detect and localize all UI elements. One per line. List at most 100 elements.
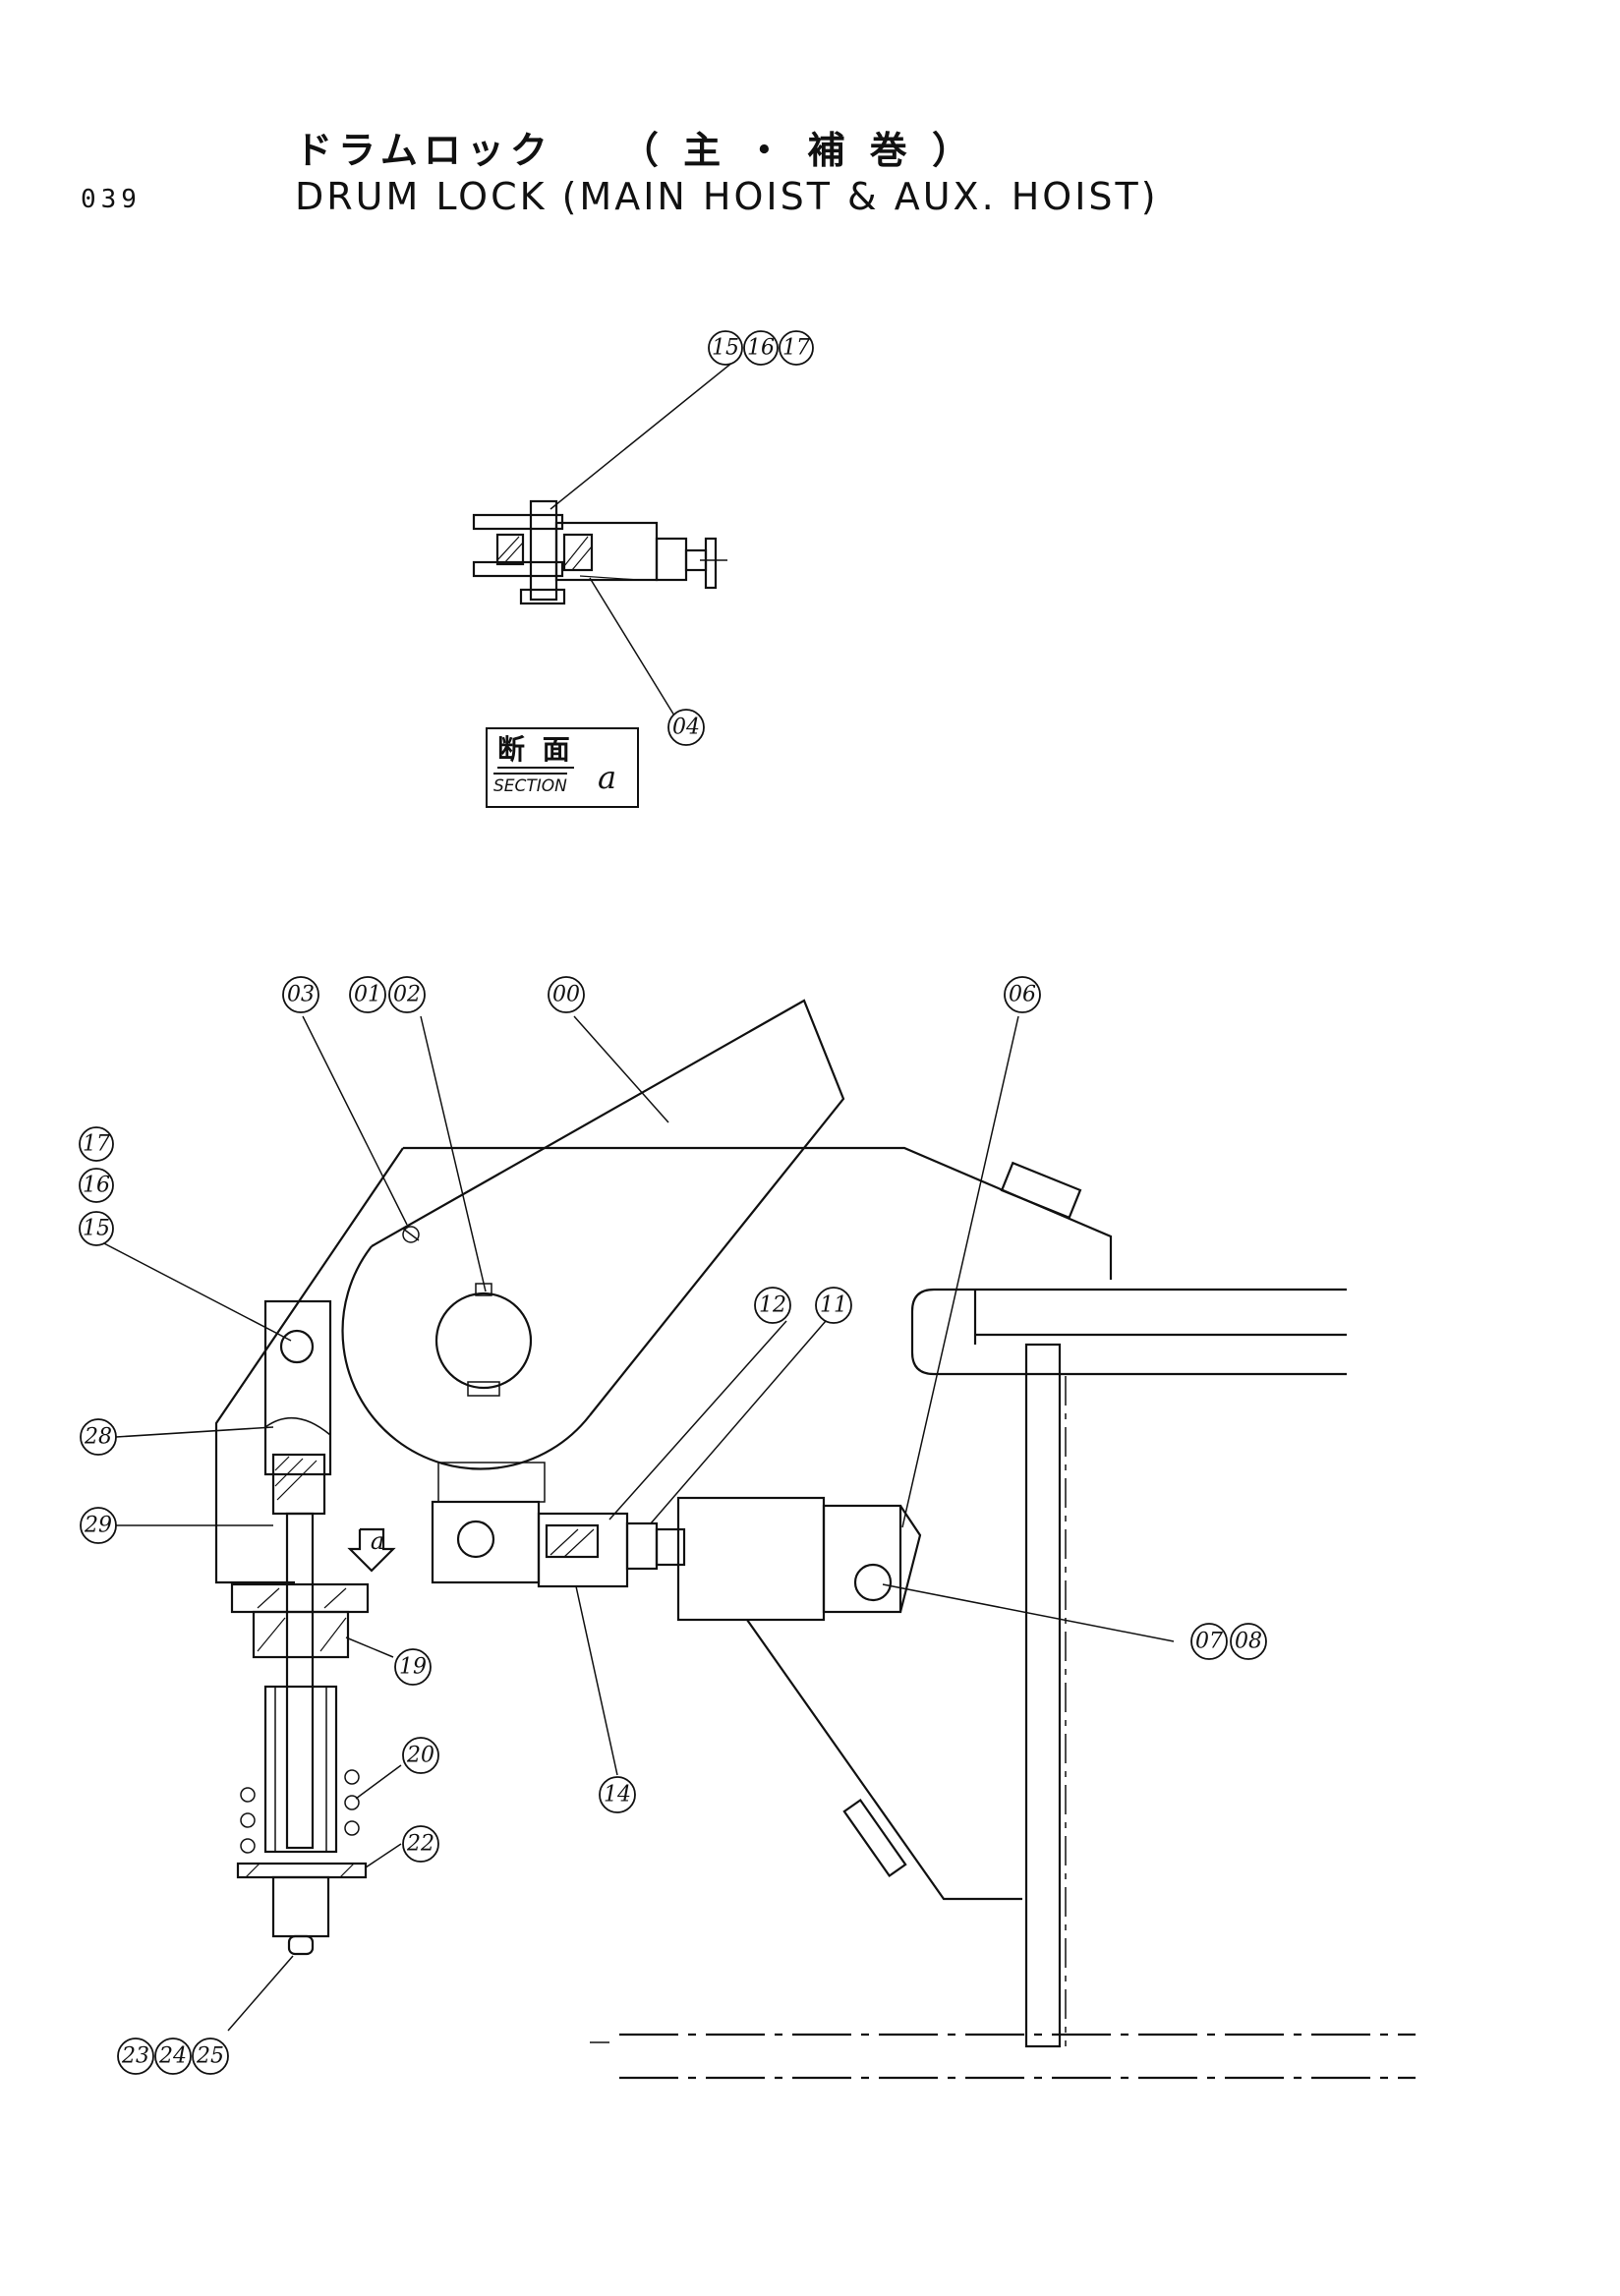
callout-left-17: 17 — [79, 1126, 114, 1162]
callout-23: 23 — [117, 2038, 154, 2075]
callout-22: 22 — [402, 1825, 439, 1863]
leader-28 — [115, 1426, 274, 1438]
svg-text:06: 06 — [1009, 983, 1036, 1007]
leader-00 — [573, 1015, 669, 1123]
frame-rail-end — [910, 1288, 1347, 1376]
link-upper — [437, 1462, 546, 1503]
svg-text:28: 28 — [84, 1425, 112, 1450]
plunger-rod — [285, 1512, 315, 1850]
svg-text:11: 11 — [820, 1293, 847, 1318]
leader-19 — [345, 1636, 394, 1658]
svg-text:07: 07 — [1195, 1630, 1223, 1654]
hatched-block-left — [495, 533, 525, 566]
lock-nuts — [271, 1875, 330, 1938]
clevis-nut — [625, 1521, 659, 1571]
svg-text:24: 24 — [158, 2044, 187, 2069]
callout-17: 17 — [779, 330, 814, 366]
callout-14: 14 — [599, 1776, 636, 1813]
svg-text:04: 04 — [672, 716, 700, 740]
cylinder-pin — [853, 1563, 893, 1602]
main-assembly — [214, 999, 1416, 2080]
keyway-bottom — [467, 1381, 500, 1397]
lever-arm — [371, 999, 845, 1416]
callout-24: 24 — [154, 2038, 192, 2075]
svg-text:19: 19 — [399, 1655, 427, 1680]
fork-plate-lower — [472, 560, 564, 578]
title-japanese: ドラムロック （ 主 ・ 補 巻 ） — [295, 129, 976, 172]
support-strut — [746, 1619, 1022, 1901]
rod-end — [287, 1934, 315, 1956]
svg-text:02: 02 — [393, 983, 421, 1007]
svg-text:29: 29 — [84, 1514, 112, 1538]
callout-bubbles: 15 16 17 04 03 01 02 00 06 17 16 15 12 1… — [79, 330, 1267, 2075]
leader-11 — [650, 1320, 827, 1524]
callout-28: 28 — [80, 1418, 117, 1456]
spring-tube — [263, 1685, 338, 1854]
svg-text:22: 22 — [406, 1832, 434, 1857]
callout-29: 29 — [80, 1507, 117, 1544]
svg-text:08: 08 — [1235, 1630, 1262, 1654]
shaft-bore — [434, 1292, 533, 1390]
callout-12: 12 — [754, 1287, 791, 1324]
svg-text:15: 15 — [83, 1217, 110, 1241]
leader-15-16-17-top — [550, 361, 734, 510]
callout-15: 15 — [708, 330, 743, 366]
svg-text:16: 16 — [747, 336, 775, 361]
leader-22 — [365, 1843, 402, 1868]
svg-text:00: 00 — [552, 983, 580, 1007]
view-arrow — [347, 1527, 396, 1573]
page-number: 039 — [81, 185, 142, 214]
bracket-outline-left — [214, 1147, 404, 1584]
callout-25: 25 — [192, 2038, 229, 2075]
svg-text:01: 01 — [354, 983, 381, 1007]
link-plate — [431, 1500, 541, 1584]
leader-23-24-25 — [227, 1955, 294, 2032]
callout-06: 06 — [1004, 976, 1041, 1013]
callout-04: 04 — [667, 709, 705, 746]
lever-hub — [341, 1245, 591, 1470]
section-label-jp: 断 面 — [497, 733, 574, 769]
section-end-plate — [704, 537, 718, 590]
svg-text:23: 23 — [121, 2044, 149, 2069]
section-a-detail — [472, 499, 727, 605]
leader-07-08 — [882, 1583, 1175, 1642]
plunger-top — [271, 1453, 326, 1516]
frame-post — [1024, 1343, 1062, 2048]
leader-04 — [589, 577, 675, 717]
svg-text:17: 17 — [83, 1132, 110, 1157]
svg-text:17: 17 — [782, 336, 810, 361]
clevis-hatch-box — [545, 1523, 600, 1559]
section-body — [554, 521, 659, 582]
callout-11: 11 — [815, 1287, 852, 1324]
housing-flange — [230, 1582, 370, 1614]
svg-text:03: 03 — [287, 983, 315, 1007]
bracket-tab — [1000, 1161, 1082, 1220]
grease-nipple — [402, 1226, 420, 1243]
callout-02: 02 — [388, 976, 426, 1013]
leader-01-02 — [420, 1015, 487, 1292]
callout-20: 20 — [402, 1737, 439, 1774]
cylinder-end-eye — [822, 1504, 902, 1614]
hatched-block-mid — [562, 533, 594, 572]
callout-19: 19 — [394, 1648, 432, 1686]
view-marker-letter: a — [371, 1527, 384, 1555]
pin-hole — [279, 1329, 315, 1364]
callout-left-15: 15 — [79, 1211, 114, 1246]
callout-16: 16 — [743, 330, 779, 366]
callout-01: 01 — [349, 976, 386, 1013]
leader-06 — [901, 1015, 1019, 1528]
svg-text:15: 15 — [712, 336, 739, 361]
section-label-box: 断 面 SECTION a — [486, 727, 639, 808]
fork-plate-upper — [472, 513, 564, 531]
break-line — [264, 1416, 331, 1436]
callout-left-16: 16 — [79, 1168, 114, 1203]
svg-text:20: 20 — [406, 1744, 434, 1768]
callout-00: 00 — [548, 976, 585, 1013]
housing-body — [252, 1610, 350, 1659]
strut-tab — [842, 1798, 907, 1878]
callout-03: 03 — [282, 976, 319, 1013]
callout-07: 07 — [1190, 1623, 1228, 1660]
title-english: DRUM LOCK (MAIN HOIST & AUX. HOIST) — [295, 175, 1159, 218]
